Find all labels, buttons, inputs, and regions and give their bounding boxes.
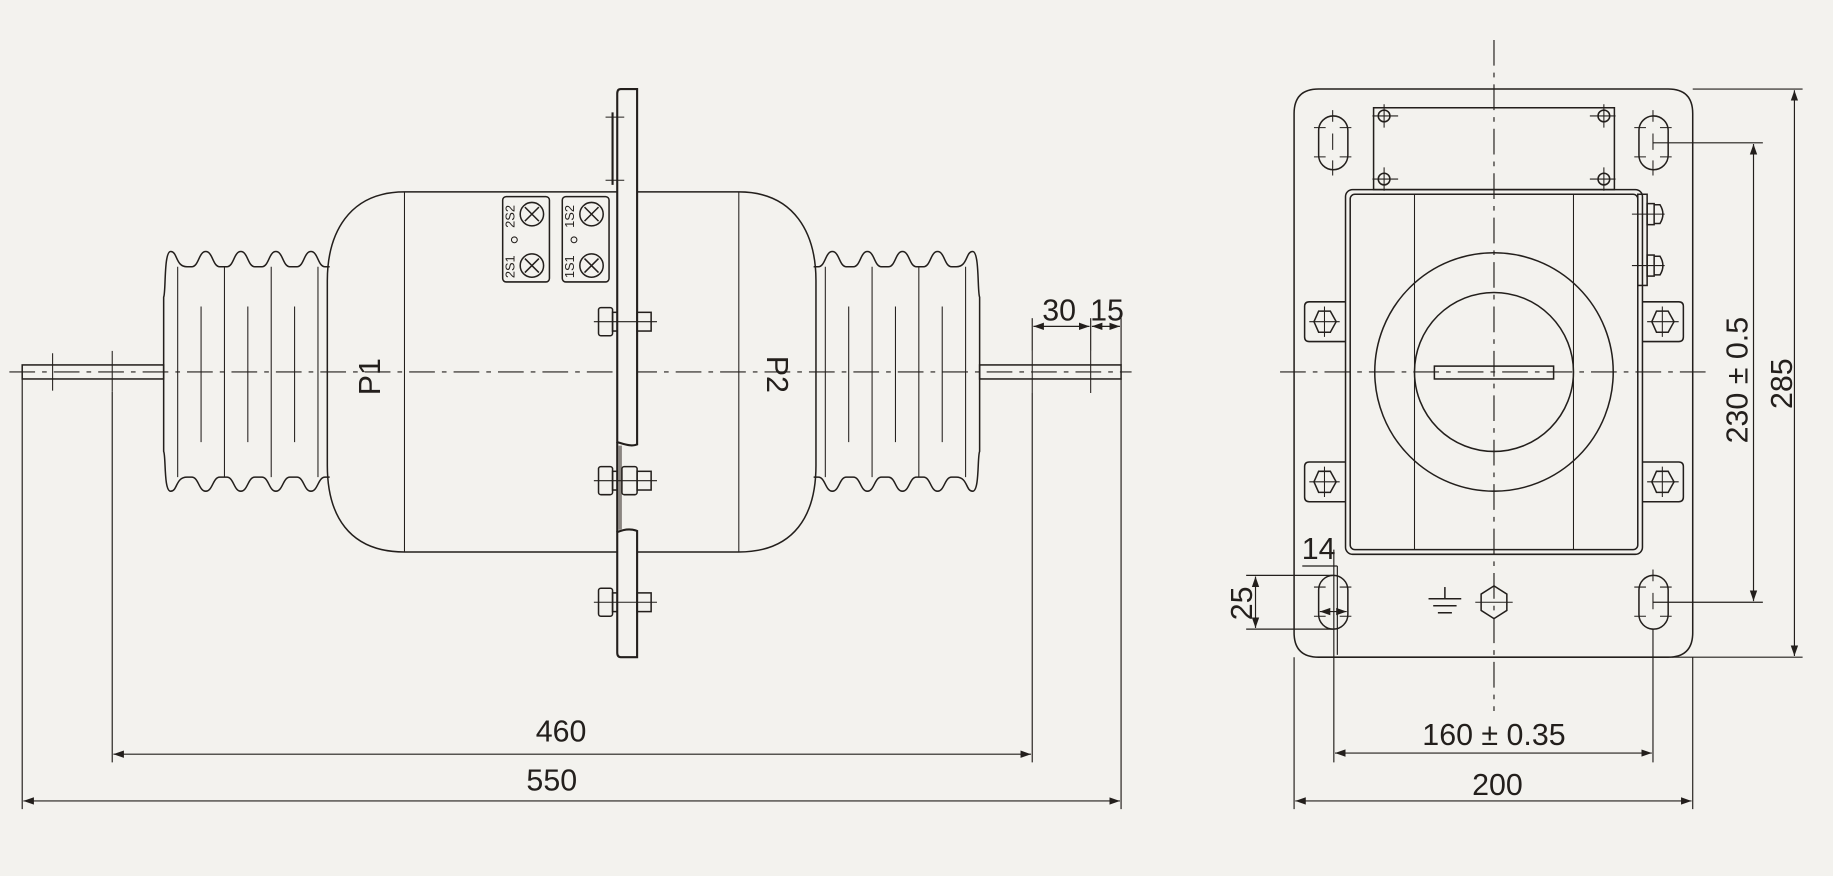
core-inner-ring — [1413, 291, 1575, 453]
secondary-terminal-box-1: 1S2 1S1 — [561, 195, 610, 283]
plate-bolt-upper — [593, 306, 657, 337]
dim-550-label: 550 — [526, 763, 577, 797]
base-plate — [1293, 88, 1694, 658]
dimension-550: 550 — [21, 378, 1122, 810]
mounting-lug-lower-right — [1642, 461, 1685, 503]
dim-460-label: 460 — [536, 714, 587, 748]
dimension-160: 160 ± 0.35 — [1333, 549, 1654, 763]
mounting-plate — [605, 87, 639, 659]
terminal-1s1: 1S1 — [562, 255, 577, 278]
plate-bolt-lower — [593, 587, 657, 618]
primary-busbar — [1433, 365, 1555, 380]
dimension-25: 25 — [1225, 574, 1333, 630]
terminal-2s2: 2S2 — [502, 205, 517, 228]
terminal-label-p2: P2 — [760, 356, 794, 393]
dim-25-label: 25 — [1225, 587, 1259, 621]
transformer-body — [326, 191, 817, 553]
dim-15-label: 15 — [1090, 294, 1124, 328]
core-outer-ring — [1373, 251, 1614, 492]
mounting-slot-bottom-right — [1634, 569, 1672, 630]
dim-14-label: 14 — [1302, 532, 1336, 566]
dimension-285: 285 — [1671, 88, 1803, 658]
end-view: 200 160 ± 0.35 285 230 ± 0.5 25 — [1225, 39, 1803, 810]
housing — [1344, 188, 1644, 556]
terminal-1s2: 1S2 — [562, 205, 577, 228]
mounting-lug-lower-left — [1303, 461, 1346, 503]
terminal-label-p1: P1 — [353, 358, 387, 395]
mounting-lug-upper-right — [1642, 301, 1685, 343]
side-view: P1 P2 2S2 2S1 1S2 1S1 — [9, 87, 1132, 810]
secondary-terminal-box-2: 2S2 2S1 — [501, 195, 551, 283]
ground-symbol-icon — [1428, 587, 1462, 614]
dimension-230: 230 ± 0.5 — [1652, 142, 1763, 603]
dim-285-label: 285 — [1765, 358, 1799, 409]
bellows-insulator-right — [813, 250, 981, 492]
plate-bolt-middle — [593, 465, 657, 496]
ground-bolt — [1475, 584, 1513, 620]
terminal-2s1: 2S1 — [502, 255, 517, 278]
dimension-30-15: 30 15 — [1031, 294, 1124, 365]
mounting-slot-bottom-left — [1313, 574, 1352, 630]
dim-200-label: 200 — [1472, 768, 1523, 802]
dimension-200: 200 — [1293, 657, 1694, 810]
dim-30-label: 30 — [1042, 294, 1076, 328]
dim-160-label: 160 ± 0.35 — [1422, 718, 1565, 752]
mounting-slot-top-left — [1313, 110, 1352, 176]
bellows-insulator-left — [162, 250, 330, 492]
secondary-studs — [1631, 193, 1665, 287]
dim-230-label: 230 ± 0.5 — [1721, 317, 1755, 443]
mounting-lug-upper-left — [1303, 301, 1346, 343]
dimension-460: 460 — [111, 391, 1033, 763]
dimension-14: 14 — [1302, 532, 1347, 655]
